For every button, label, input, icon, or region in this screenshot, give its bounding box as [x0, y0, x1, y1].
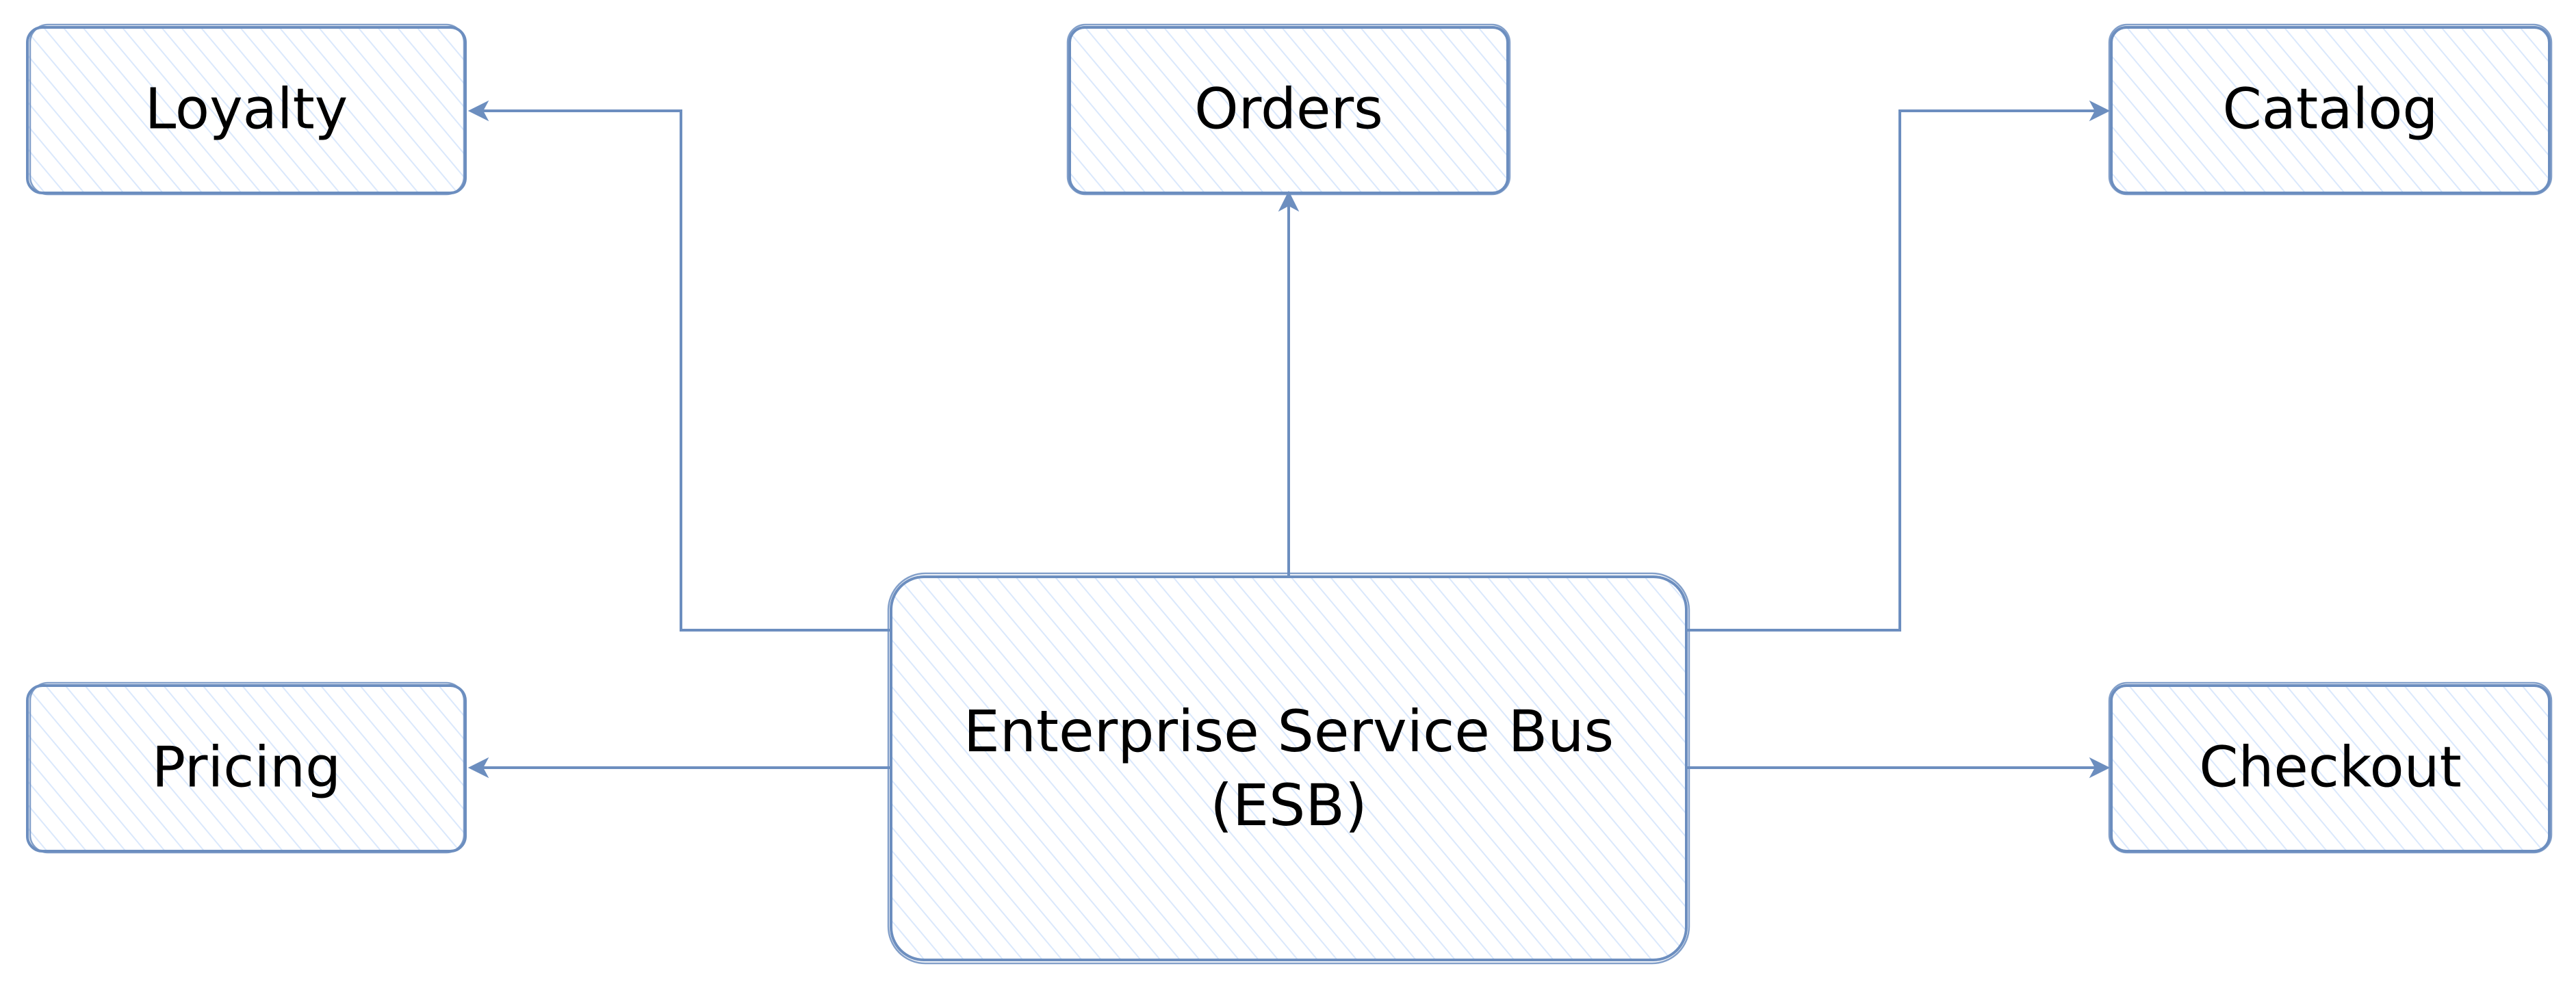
node-orders[interactable]: Orders — [1066, 23, 1511, 196]
node-orders-label: Orders — [1194, 77, 1383, 142]
node-checkout-label: Checkout — [2199, 735, 2462, 800]
arrowhead-pricing — [467, 757, 489, 779]
node-loyalty[interactable]: Loyalty — [26, 23, 467, 196]
edges — [467, 100, 2111, 779]
node-catalog[interactable]: Catalog — [2108, 23, 2553, 196]
node-esb[interactable]: Enterprise Service Bus (ESB) — [887, 572, 1690, 965]
node-esb-label-line2: (ESB) — [1210, 772, 1367, 839]
edge-esb-to-loyalty — [482, 109, 891, 632]
arrowhead-checkout — [2089, 757, 2111, 779]
arrowhead-orders — [1278, 190, 1300, 212]
node-pricing[interactable]: Pricing — [26, 681, 467, 854]
node-loyalty-label: Loyalty — [145, 77, 348, 142]
node-catalog-label: Catalog — [2223, 77, 2438, 142]
node-pricing-label: Pricing — [152, 735, 341, 800]
node-checkout[interactable]: Checkout — [2108, 681, 2553, 854]
node-esb-label-line1: Enterprise Service Bus — [964, 698, 1614, 765]
arrowhead-catalog — [2089, 100, 2111, 122]
arrowhead-loyalty — [467, 100, 489, 122]
edge-esb-to-catalog — [1686, 109, 2096, 632]
